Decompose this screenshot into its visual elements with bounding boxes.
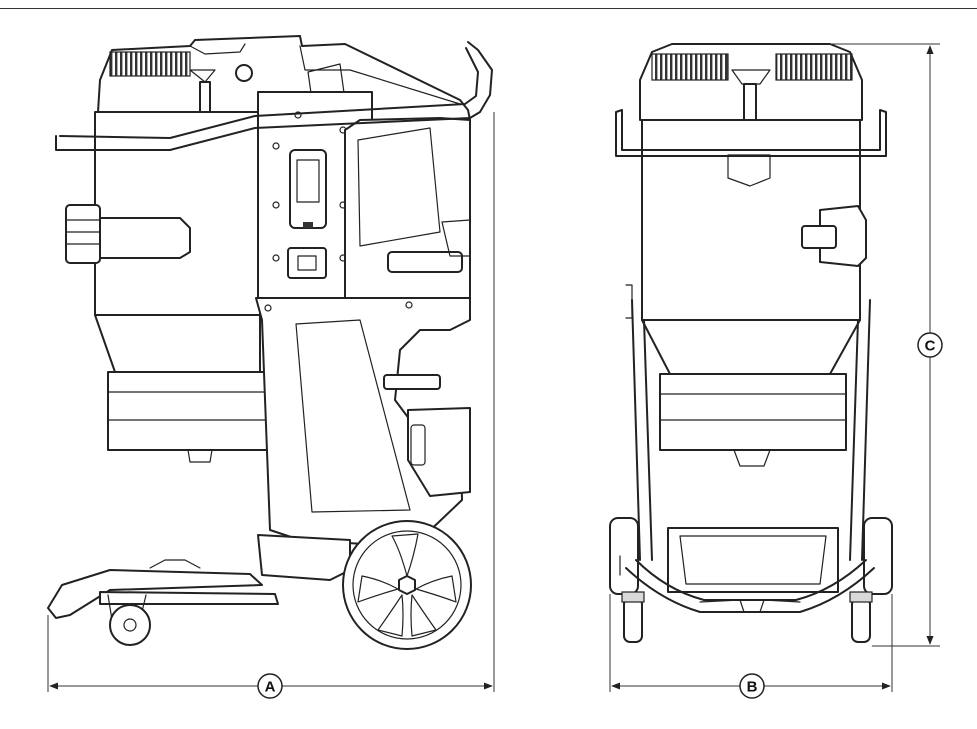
- front-latch-cap: [731, 69, 771, 85]
- side-inlet-ribs: [65, 219, 101, 245]
- side-frame-bolt: [264, 304, 272, 312]
- side-accessory-latch: [410, 424, 426, 466]
- side-bin-latch: [187, 449, 213, 463]
- front-cone: [641, 319, 861, 375]
- side-push-handle: [55, 41, 493, 151]
- side-display-panel: [289, 149, 327, 229]
- side-chassis: [257, 534, 351, 581]
- dim-label-c: C: [917, 332, 943, 358]
- side-castor-wheel: [109, 604, 151, 646]
- front-push-handle: [615, 109, 887, 157]
- front-left-castor: [623, 597, 643, 643]
- dim-label-c-circle: [917, 332, 943, 358]
- side-wheel-hub: [398, 575, 416, 595]
- side-head-edge: [299, 45, 461, 105]
- dim-label-b-circle: [739, 673, 765, 699]
- top-border-line: [0, 8, 977, 9]
- side-head-vent: [109, 51, 191, 77]
- front-left-tyre: [609, 517, 639, 595]
- front-frame-right-inner: [849, 319, 859, 561]
- side-head-ridge: [189, 43, 246, 55]
- dim-label-b: B: [739, 673, 765, 699]
- side-foot-plate: [47, 569, 263, 619]
- side-latch-cap: [189, 69, 216, 83]
- front-frame-right: [861, 299, 871, 561]
- front-frame-left: [631, 299, 641, 561]
- front-side-port-clamp: [801, 225, 837, 249]
- front-frame-left-inner: [643, 319, 653, 561]
- side-view: [47, 35, 493, 650]
- side-display-leds: [303, 222, 313, 228]
- side-motor-bracket: [441, 219, 471, 257]
- side-drum-body: [94, 111, 261, 316]
- dim-label-a-circle: [257, 673, 283, 699]
- front-base-bar-inner: [635, 559, 867, 601]
- side-inlet-clamp: [65, 204, 101, 264]
- front-view: [609, 43, 893, 643]
- side-power-switch: [287, 247, 327, 279]
- side-wheel-spokes: [357, 533, 457, 637]
- side-head-knob: [235, 64, 253, 82]
- dim-label-a-text: A: [265, 679, 276, 696]
- side-cone: [94, 314, 261, 373]
- side-frame-bolt-2: [405, 301, 413, 309]
- front-lower-tray: [667, 527, 839, 593]
- front-bin-latch: [733, 449, 771, 467]
- side-rear-wheel-rim: [352, 530, 462, 640]
- side-push-handle-inner: [59, 47, 479, 139]
- side-motor-window: [357, 127, 441, 247]
- side-foot-rail: [99, 591, 279, 605]
- side-frame-window: [295, 319, 411, 513]
- side-motor-handle: [387, 251, 463, 273]
- front-head-vent-right: [775, 53, 853, 81]
- side-foot-pedal: [149, 559, 201, 569]
- front-right-tyre: [863, 517, 893, 595]
- side-switch-rocker: [297, 255, 317, 271]
- front-right-castor: [851, 597, 871, 643]
- side-motor-cover: [344, 117, 471, 319]
- side-display-window: [296, 159, 320, 203]
- dim-label-a: A: [257, 673, 283, 699]
- side-accessory-box: [407, 407, 471, 497]
- front-base-pedal: [699, 599, 801, 613]
- front-head-vent-left: [651, 53, 729, 81]
- front-right-castor-fork: [849, 591, 873, 603]
- side-hose-clip: [383, 374, 441, 390]
- dim-label-c-text: C: [925, 338, 936, 355]
- front-bin: [659, 373, 847, 451]
- front-tray-recess: [679, 535, 827, 585]
- side-castor-hub: [123, 618, 137, 632]
- front-left-castor-fork: [621, 591, 645, 603]
- dim-label-b-text: B: [747, 679, 758, 696]
- front-side-port: [819, 205, 867, 267]
- front-base-bar: [625, 567, 875, 613]
